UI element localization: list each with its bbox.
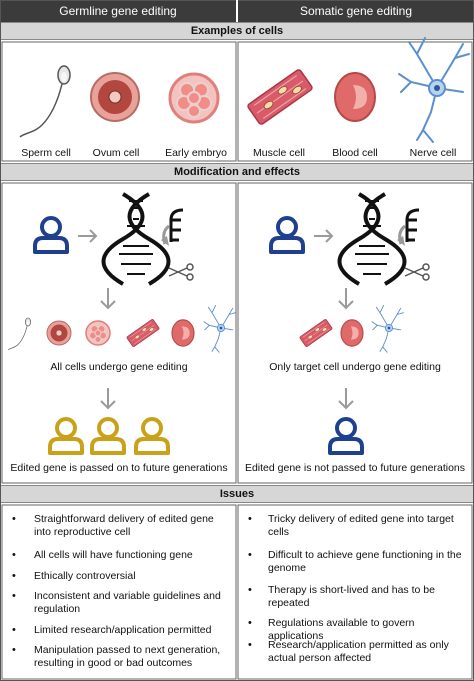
early-embryo-icon [168,72,220,124]
arrow-down-icon [338,287,354,309]
arrow-right-icon [313,229,333,243]
nerve-cell-icon [398,37,470,143]
germline-issue-1: Straightforward delivery of edited gene … [34,513,214,538]
germline-editing-label: All cells undergo gene editing [50,361,188,373]
germline-issue-3: Ethically controversial [34,570,136,582]
bullet: • [12,590,16,602]
somatic-issue-2: Difficult to achieve gene functioning in… [268,549,462,574]
bullet: • [248,639,252,651]
bullet: • [248,617,252,629]
gold-persons [48,417,170,455]
arrow-right-icon [77,229,97,243]
somatic-issue-3: Therapy is short-lived and has to be rep… [268,584,435,609]
muscle-cell-icon [246,68,314,126]
bullet: • [12,549,16,561]
section-modification: Modification and effects [0,163,474,181]
bullet: • [12,513,16,525]
somatic-cells-row [299,305,404,353]
somatic-editing-label: Only target cell undergo gene editing [269,361,441,373]
cell-label-ovum: Ovum cell [92,147,140,159]
section-issues: Issues [0,485,474,503]
somatic-issue-5: Research/application permitted as only a… [268,639,449,664]
bullet: • [12,570,16,582]
person-icon [328,417,364,455]
arrow-down-icon [338,387,354,409]
person-icon [269,216,305,254]
cell-label-blood: Blood cell [332,147,378,159]
dna-icon [101,192,195,286]
sperm-cell-icon [19,65,71,138]
cell-label-muscle: Muscle cell [253,147,305,159]
somatic-issue-1: Tricky delivery of edited gene into targ… [268,513,454,538]
somatic-header: Somatic gene editing [238,0,474,22]
germline-issue-4: Inconsistent and variable guidelines and… [34,590,221,615]
germline-issue-2: All cells will have functioning gene [34,549,193,561]
arrow-down-icon [100,387,116,409]
dna-icon [337,192,431,286]
bullet: • [248,584,252,596]
person-icon [33,216,69,254]
germline-cells-row [7,305,236,353]
cell-label-sperm: Sperm cell [21,147,71,159]
bullet: • [12,624,16,636]
germline-issue-6: Manipulation passed to next generation, … [34,644,221,669]
somatic-result-label: Edited gene is not passed to future gene… [244,462,466,474]
blood-cell-icon [334,72,376,122]
germline-issue-5: Limited research/application permitted [34,624,212,636]
somatic-issue-4: Regulations available to govern applicat… [268,617,415,642]
germline-header: Germline gene editing [0,0,236,22]
arrow-down-icon [100,287,116,309]
bullet: • [248,549,252,561]
germline-result-label: Edited gene is passed on to future gener… [10,462,228,474]
bullet: • [248,513,252,525]
bullet: • [12,644,16,656]
cell-label-nerve: Nerve cell [409,147,457,159]
ovum-cell-icon [90,72,140,122]
section-examples: Examples of cells [0,22,474,40]
cell-label-embryo: Early embryo [165,147,227,159]
